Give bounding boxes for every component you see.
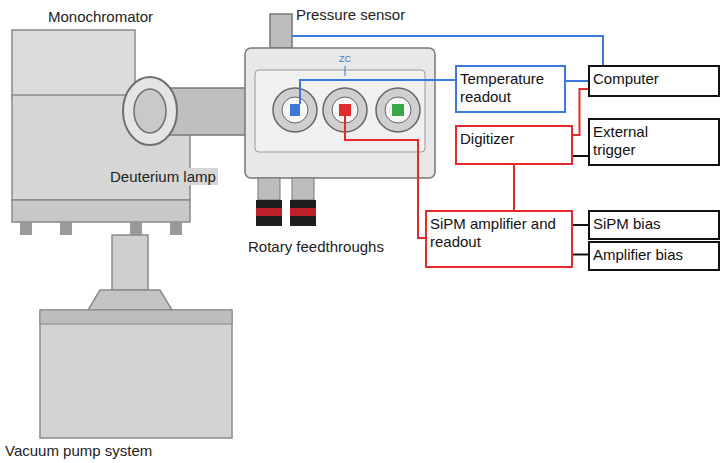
part-label: Pressure sensor bbox=[296, 6, 405, 23]
viewport-window bbox=[282, 97, 308, 123]
monochromator-top bbox=[12, 30, 135, 98]
box-text: External trigger bbox=[593, 123, 673, 159]
feedthrough-neck bbox=[292, 178, 314, 200]
process-box: External trigger bbox=[588, 118, 720, 166]
feedthrough-knob bbox=[290, 200, 316, 226]
signal-connector bbox=[513, 165, 515, 210]
box-text: Computer bbox=[593, 70, 715, 88]
process-box: Amplifier bias bbox=[588, 241, 720, 271]
feedthrough-neck bbox=[258, 178, 280, 200]
process-box: SiPM amplifier and readout bbox=[425, 210, 573, 268]
part-label: Deuterium lamp bbox=[108, 168, 218, 185]
part-label: Monochromator bbox=[48, 8, 153, 25]
sipm-holder bbox=[339, 104, 351, 116]
pressure-sensor bbox=[270, 14, 292, 48]
axis-mark bbox=[345, 66, 346, 76]
pump-column bbox=[112, 235, 148, 290]
feedthrough-band bbox=[290, 208, 316, 216]
box-text: Temperature readout bbox=[460, 70, 561, 106]
box-text: SiPM bias bbox=[593, 215, 715, 233]
viewport bbox=[376, 88, 420, 132]
sensor-wire bbox=[292, 36, 603, 65]
lamp-window bbox=[134, 89, 166, 133]
temperature-sensor bbox=[290, 104, 300, 116]
monochromator-base bbox=[12, 200, 190, 222]
box-text: Amplifier bias bbox=[593, 246, 715, 264]
lamp-flange bbox=[123, 77, 177, 145]
process-box: Computer bbox=[588, 65, 720, 97]
box-text: SiPM amplifier and readout bbox=[430, 215, 568, 251]
pump-funnel bbox=[88, 290, 172, 310]
viewport bbox=[273, 88, 317, 132]
foot bbox=[130, 222, 142, 235]
signal-connector bbox=[573, 254, 588, 256]
pump-box bbox=[40, 310, 232, 438]
feedthrough-knob bbox=[256, 200, 282, 226]
sample-holder bbox=[392, 104, 404, 116]
process-box: SiPM bias bbox=[588, 210, 720, 240]
foot bbox=[60, 222, 72, 235]
feedthrough-band bbox=[256, 208, 282, 216]
foot bbox=[20, 222, 32, 235]
process-box: Temperature readout bbox=[455, 65, 566, 113]
signal-connector bbox=[573, 224, 588, 226]
vacuum-chamber bbox=[245, 48, 435, 178]
part-label: Vacuum pump system bbox=[5, 442, 152, 459]
signal-connector bbox=[573, 155, 588, 157]
part-label: Rotary feedthroughs bbox=[248, 238, 384, 255]
box-text: Digitizer bbox=[460, 130, 568, 148]
viewport-window bbox=[385, 97, 411, 123]
foot bbox=[170, 222, 182, 235]
part-label: ZC bbox=[339, 54, 351, 64]
signal-connector bbox=[573, 89, 588, 135]
signal-connector bbox=[566, 80, 588, 82]
sipm-wire bbox=[345, 116, 425, 238]
temperature-wire bbox=[300, 80, 455, 104]
pump-lid bbox=[40, 310, 232, 324]
process-box: Digitizer bbox=[455, 125, 573, 165]
